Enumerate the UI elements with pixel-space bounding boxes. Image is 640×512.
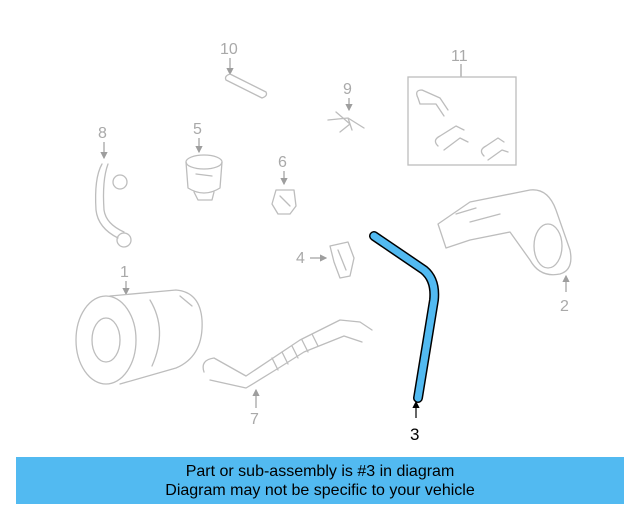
- callout-6: 6: [278, 154, 287, 171]
- parts-diagram: 10 11 9 5 6 8 4: [75, 41, 572, 444]
- banner-line-1: Part or sub-assembly is #3 in diagram: [185, 462, 455, 480]
- info-banner: Part or sub-assembly is #3 in diagram Di…: [16, 457, 624, 504]
- part-11-hose-kit: 11: [407, 48, 517, 166]
- part-7-hose: 7: [202, 319, 373, 428]
- callout-7: 7: [250, 411, 259, 428]
- part-4-bracket: 4: [296, 241, 355, 279]
- part-3-fill: [370, 232, 438, 402]
- part-2-bracket: 2: [437, 189, 572, 315]
- part-3-highlighted-hose: 3: [369, 231, 440, 444]
- part-6-sensor: 6: [271, 154, 297, 215]
- part-5-valve: 5: [185, 121, 223, 201]
- part-1-air-pump: 1: [75, 264, 203, 385]
- callout-8: 8: [98, 125, 107, 142]
- part-9-connector: 9: [327, 81, 365, 133]
- callout-3: 3: [410, 425, 419, 444]
- callout-1: 1: [120, 264, 129, 281]
- callout-11: 11: [451, 48, 468, 65]
- callout-5: 5: [193, 121, 202, 138]
- part-8-pipe: 8: [94, 125, 132, 248]
- callout-10: 10: [220, 41, 238, 58]
- callout-4: 4: [296, 250, 305, 267]
- callout-2: 2: [560, 298, 569, 315]
- callout-9: 9: [343, 81, 352, 98]
- banner-line-2: Diagram may not be specific to your vehi…: [165, 481, 475, 499]
- part-10-hose: 10: [220, 41, 268, 99]
